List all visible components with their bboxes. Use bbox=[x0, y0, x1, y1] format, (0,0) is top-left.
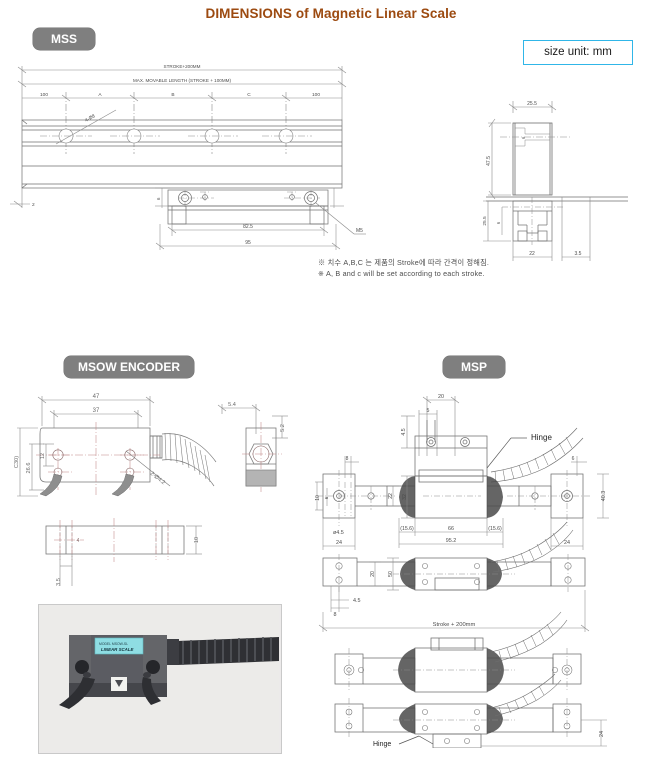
msp-hinge-label-top: Hinge bbox=[531, 433, 552, 442]
mss-dim-bracket-height: 6 bbox=[156, 197, 161, 200]
msp-dim-right-offset: 6 bbox=[572, 456, 575, 462]
msp-dim-gap-right: (15.6) bbox=[488, 526, 502, 532]
msp-dim-mid-offset: 8 bbox=[334, 612, 337, 618]
msow-dim-height-total: C30) bbox=[14, 456, 20, 468]
msp-dim-left-b: 6 bbox=[324, 496, 329, 499]
msp-dim-overall-length: Stroke + 200mm bbox=[433, 622, 476, 628]
mss-main-drawing: STROKE+200MM MAX. MOVABLE LENGTH (STROKE… bbox=[10, 64, 366, 250]
mss-dim-movable: MAX. MOVABLE LENGTH (STROKE + 100MM) bbox=[133, 78, 232, 83]
section-badge-msow: MSOW ENCODER bbox=[64, 356, 194, 378]
mss-dim-span-c: C bbox=[247, 92, 251, 98]
mss-dim-span-b: B bbox=[171, 92, 174, 98]
msow-dim-thickness: 10 bbox=[194, 537, 200, 543]
mss-section-height: 47.5 bbox=[486, 156, 492, 166]
mss-section-inner-lower: 6 bbox=[496, 221, 501, 224]
msow-hole-callout: 2-Ø4.2 bbox=[149, 471, 166, 486]
msow-dim-height-offset: 12 bbox=[40, 453, 46, 459]
mss-section-base-width: 22 bbox=[529, 251, 535, 257]
section-badge-mss: MSS bbox=[33, 28, 95, 50]
msp-dim-left-hole: ø4.5 bbox=[333, 530, 344, 536]
mss-note-korean: ※ 치수 A,B,C 는 제품의 Stroke에 따라 간격이 정해짐. bbox=[318, 258, 490, 267]
mss-screw-callout: M5 bbox=[356, 228, 363, 234]
msp-dim-right-height: 40.3 bbox=[601, 491, 607, 502]
msp-dim-left-c: 8 bbox=[346, 456, 349, 462]
msp-dim-mid-height-b: 50 bbox=[388, 571, 394, 577]
msp-dim-bottom-height: 24 bbox=[599, 731, 605, 737]
mss-hole-callout: 4-Ø8 bbox=[84, 113, 97, 124]
msp-hinge-label-bottom: Hinge bbox=[373, 741, 391, 748]
mss-section-lower-height: 25.5 bbox=[482, 216, 488, 226]
encoder-photo-image: MODEL MSOW-SL LINEAR SCALE bbox=[39, 605, 279, 751]
encoder-photo: MODEL MSOW-SL LINEAR SCALE bbox=[38, 604, 282, 754]
mss-dim-end-right: 100 bbox=[312, 92, 320, 98]
encoder-label-line2: LINEAR SCALE bbox=[101, 647, 135, 652]
msow-dim-side-height: 5.2 bbox=[280, 424, 286, 432]
msp-dim-body-height-inner: 22 bbox=[388, 493, 394, 499]
msp-dim-gap-left: (15.6) bbox=[400, 526, 414, 532]
msow-dim-height-holes: 26.6 bbox=[26, 463, 32, 474]
encoder-label-line1: MODEL MSOW-SL bbox=[99, 642, 128, 646]
msp-dim-mid-height-a: 20 bbox=[370, 571, 376, 577]
msow-dim-slot-width: 4 bbox=[77, 538, 80, 544]
mss-section-width: 25.5 bbox=[527, 101, 537, 107]
mss-dim-end-left: 100 bbox=[40, 92, 48, 98]
msp-dim-mid-hole: 4.5 bbox=[353, 598, 361, 604]
mss-note-english: ※ A, B and c will be set according to ea… bbox=[318, 268, 485, 278]
page-title: DIMENSIONS of Magnetic Linear Scale bbox=[205, 6, 457, 21]
mss-dim-bracket-outer: 95 bbox=[245, 240, 251, 246]
size-unit-note: size unit: mm bbox=[523, 40, 633, 65]
msp-drawing: 20 5 4.5 Hinge bbox=[315, 394, 609, 748]
mss-dim-bracket-inner: 82.5 bbox=[243, 224, 253, 230]
mss-section-view: 25.5 6 47.5 bbox=[482, 101, 628, 261]
msow-drawing: 47 37 bbox=[14, 394, 288, 586]
msow-dim-side-width: 5.4 bbox=[228, 402, 236, 408]
msp-dim-top-slot: 20 bbox=[438, 394, 444, 400]
section-badge-msp: MSP bbox=[443, 356, 505, 378]
msp-dim-top-height: 4.5 bbox=[401, 428, 407, 435]
mss-dim-thickness: 2 bbox=[32, 202, 35, 208]
mss-dim-span-a: A bbox=[98, 92, 102, 98]
msp-dim-body-height-outer: 32 bbox=[402, 494, 408, 500]
msow-dim-width-inner: 37 bbox=[93, 408, 100, 414]
msp-dim-body-length: 66 bbox=[448, 526, 454, 532]
msp-dim-left-a: 10 bbox=[315, 495, 321, 501]
mss-section-base-offset: 3.5 bbox=[575, 251, 582, 257]
msp-dim-left-plate-width: 24 bbox=[336, 540, 342, 546]
msow-dim-width-outer: 47 bbox=[93, 394, 100, 400]
mss-dim-overall: STROKE+200MM bbox=[164, 64, 201, 69]
mss-notes: ※ 치수 A,B,C 는 제품의 Stroke에 따라 간격이 정해짐. ※ A… bbox=[318, 258, 489, 279]
msp-dim-top-slot-offset: 5 bbox=[427, 408, 430, 414]
msp-dim-total-body: 95.2 bbox=[446, 538, 457, 544]
mss-section-inner-height: 6 bbox=[521, 136, 526, 139]
msp-dim-right-plate-width: 24 bbox=[564, 540, 570, 546]
msow-dim-slot-offset: 3.5 bbox=[56, 578, 62, 586]
